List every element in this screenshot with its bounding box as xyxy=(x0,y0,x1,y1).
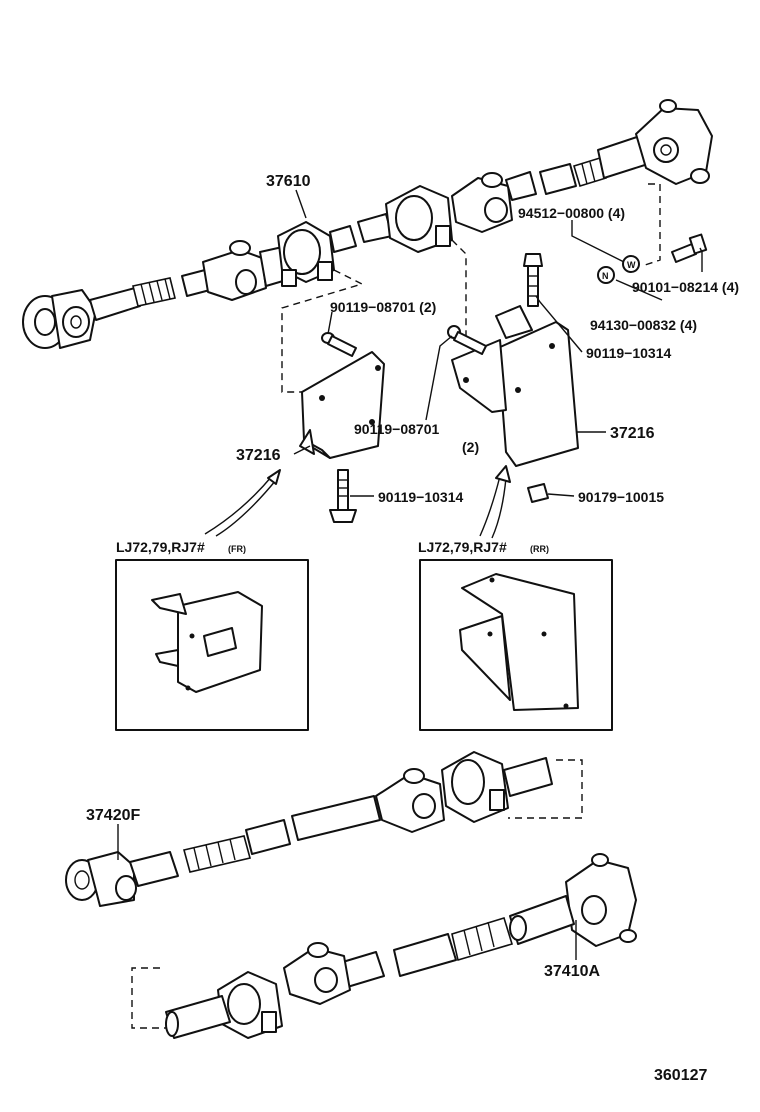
bracket-37216-right xyxy=(451,305,579,467)
center-support-bearing-front xyxy=(277,221,335,287)
inset-fr-box xyxy=(115,559,309,731)
inset-rr-box xyxy=(419,559,613,731)
left-flange-yoke xyxy=(22,289,97,349)
bracket-37216-left xyxy=(299,351,385,459)
label-37610: 37610 xyxy=(266,173,311,190)
label-37216-left: 37216 xyxy=(236,447,281,464)
upper-propeller-shaft-assembly xyxy=(22,99,713,349)
part-number-labels: 37610 94512−00800 (4) 90101−08214 (4) 94… xyxy=(86,173,739,1084)
left-splined-stub xyxy=(132,277,176,307)
label-90119-08701-mid-qty: (2) xyxy=(462,439,479,455)
label-90179-10015: 90179−10015 xyxy=(578,489,664,505)
bolt-90119-10314-right xyxy=(523,253,543,307)
arrow-to-rr-inset xyxy=(479,465,511,539)
nut-90179-10015 xyxy=(527,483,549,503)
label-37410A: 37410A xyxy=(544,963,600,980)
label-94512-00800: 94512−00800 (4) xyxy=(518,205,625,221)
label-37420F: 37420F xyxy=(86,807,140,824)
callout-lines-top xyxy=(293,189,703,497)
label-model-rr-tag: (RR) xyxy=(530,544,549,554)
flange-bolt-90101 xyxy=(671,233,708,263)
rear-lower-splined-stub xyxy=(451,917,514,962)
label-94130-00832: 94130−00832 (4) xyxy=(590,317,697,333)
bolt-90119-08701-mid xyxy=(447,325,487,355)
label-model-rr: LJ72,79,RJ7# xyxy=(418,539,507,555)
rear-propeller-shaft-37410A xyxy=(165,853,637,1039)
bolt-90119-08701-left xyxy=(321,332,357,357)
lower-front-flange-yoke xyxy=(65,851,137,907)
label-model-fr: LJ72,79,RJ7# xyxy=(116,539,205,555)
label-90101-08214: 90101−08214 (4) xyxy=(632,279,739,295)
washer-w: W xyxy=(622,255,640,273)
label-90119-08701-left: 90119−08701 (2) xyxy=(330,299,436,315)
rear-lower-center-bearing xyxy=(217,971,283,1039)
figure-number: 360127 xyxy=(654,1067,707,1084)
center-universal-joint xyxy=(202,240,301,301)
arrow-to-fr-inset xyxy=(204,469,281,537)
label-model-fr-tag: (FR) xyxy=(228,544,246,554)
lower-center-bearing xyxy=(441,751,509,823)
label-90119-10314-right: 90119−10314 xyxy=(586,345,671,361)
rear-splined-stub xyxy=(573,156,607,188)
washer-n-letter: N xyxy=(602,271,609,281)
lower-splined-stub xyxy=(183,835,251,873)
washer-w-letter: W xyxy=(627,260,636,270)
callout-lines-bottom xyxy=(117,824,577,960)
rear-flange-yoke xyxy=(635,99,713,185)
rear-lower-universal-joint xyxy=(283,942,351,1005)
rear-universal-joint xyxy=(451,171,537,233)
label-37216-right: 37216 xyxy=(610,425,655,442)
label-90119-08701-mid: 90119−08701 xyxy=(354,421,439,437)
bolt-90119-10314-left xyxy=(329,469,357,523)
lower-universal-joint xyxy=(375,768,445,833)
washer-n: N xyxy=(597,266,615,284)
center-support-bearing-rear xyxy=(385,185,453,253)
label-90119-10314-left: 90119−10314 xyxy=(378,489,463,505)
front-propeller-shaft-37420F xyxy=(65,751,553,907)
